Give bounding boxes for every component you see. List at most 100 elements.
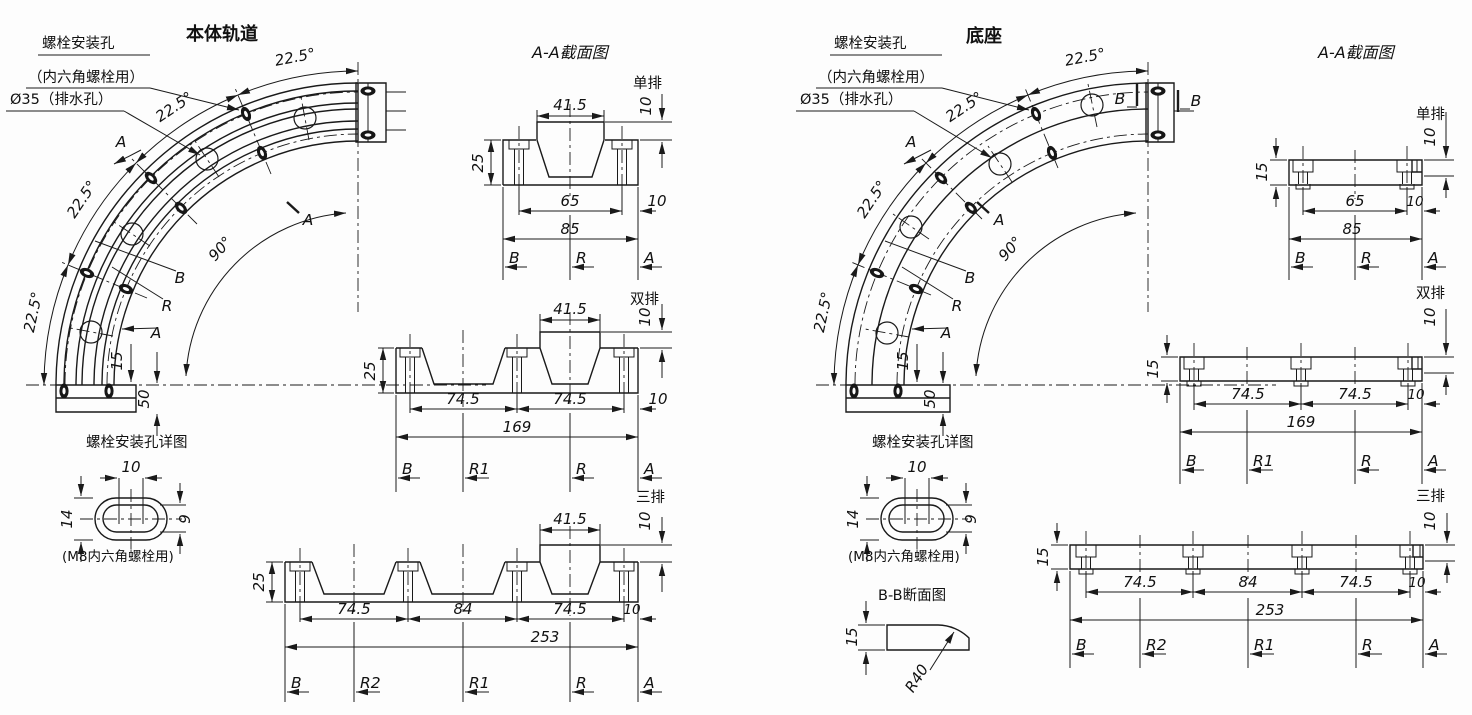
- ref-letter: R1: [1254, 636, 1275, 654]
- dim-span: 74.5: [446, 390, 479, 408]
- angle-label: 22.5°: [810, 290, 836, 334]
- dim-height: 15: [1253, 162, 1271, 181]
- angle-label: 22.5°: [1063, 44, 1107, 69]
- ref-a: A: [150, 324, 162, 342]
- dim-50: 50: [921, 389, 939, 408]
- dim-total: 169: [503, 418, 532, 436]
- row-label: 双排: [1416, 285, 1445, 302]
- ref-letter: A: [1427, 452, 1439, 470]
- right-radial-ticks: [850, 87, 1059, 296]
- dim-span: 74.5: [337, 600, 370, 618]
- ref-letter: B: [1295, 249, 1306, 267]
- detail-caption: (M8内六角螺栓用): [62, 549, 174, 565]
- left-section-row-1: 41.5 25 单排 10 65 10 85 B R A: [469, 75, 672, 280]
- row-label: 单排: [633, 75, 662, 92]
- dim-9: 9: [176, 514, 194, 524]
- dim-span: 74.5: [1339, 573, 1372, 591]
- dim-edge: 10: [1406, 194, 1423, 210]
- dim-10: 10: [121, 458, 140, 476]
- ref-letter: R: [1361, 452, 1372, 470]
- detail-title: 螺栓安装孔详图: [86, 434, 188, 451]
- left-radial-ticks: [60, 87, 272, 299]
- ref-b: B: [965, 269, 976, 287]
- dim-height: 15: [1144, 359, 1162, 378]
- right-section-row-1: 15 单排 10 65 10 85 B R A: [1253, 106, 1454, 280]
- left-section-row-2: 41.5 25 双排 10 74.5 74.5 10 169 B R1 R A: [361, 291, 672, 492]
- dim-edge: 10: [1407, 387, 1424, 403]
- ref-letter: R: [576, 249, 587, 267]
- ref-letter: B: [1186, 452, 1197, 470]
- left-drawing: 本体轨道 22.5° 22.5° 22.5° 22.5° 90° 螺栓安装孔 （…: [6, 23, 672, 702]
- dim-height: 25: [469, 153, 487, 172]
- dim-edge: 10: [648, 390, 667, 408]
- angle-label: 22.5°: [273, 44, 317, 69]
- ref-b: B: [175, 269, 186, 287]
- dim-rail-offset: 10: [1421, 307, 1439, 326]
- row-label: 双排: [630, 291, 659, 308]
- ref-letter: R2: [360, 674, 381, 692]
- dim-rail-width: 41.5: [553, 96, 586, 114]
- dim-span: 84: [1238, 573, 1257, 591]
- angle-label: 90°: [205, 233, 236, 265]
- dim-rail-offset: 10: [637, 96, 655, 115]
- ref-letter: B: [1076, 636, 1087, 654]
- dim-edge: 10: [1408, 575, 1425, 591]
- dim-total: 85: [560, 220, 579, 238]
- dim-span: 74.5: [1123, 573, 1156, 591]
- dim-r40: R40: [901, 661, 932, 696]
- cut-mark-a: A: [905, 133, 917, 151]
- dim-rail-offset: 10: [1421, 511, 1439, 530]
- bb-title: B-B断面图: [878, 587, 946, 604]
- cut-mark-a: A: [115, 133, 127, 151]
- dim-height: 25: [361, 361, 379, 380]
- bb-section: B-B断面图 15 R40: [843, 587, 970, 696]
- callout-bolt-hole: 螺栓安装孔: [834, 35, 907, 52]
- cut-mark-b: B: [1115, 90, 1126, 108]
- right-drawing: 底座 B B 22.5° 22.5° 22.5° 22.5° 90° 螺栓安装孔…: [796, 25, 1455, 696]
- dim-rail-offset: 10: [636, 307, 654, 326]
- ref-letter: R: [576, 460, 587, 478]
- callout-hex-bolt: （内六角螺栓用）: [28, 69, 144, 86]
- right-section-title: A-A截面图: [1317, 43, 1396, 62]
- callout-drain: Ø35（排水孔）: [800, 91, 902, 108]
- left-ring-arcs: [55, 82, 359, 386]
- ref-r: R: [952, 297, 963, 315]
- dim-15: 15: [894, 351, 912, 370]
- ref-letter: R: [1361, 249, 1372, 267]
- dim-height: 15: [1034, 547, 1052, 566]
- dim-height: 25: [250, 572, 268, 591]
- ref-letter: R1: [1253, 452, 1274, 470]
- dim-total: 253: [1256, 601, 1285, 619]
- right-bolt-circle-arcs: [854, 91, 1149, 386]
- dim-50: 50: [135, 389, 153, 408]
- ref-letter: A: [643, 249, 655, 267]
- angle-label: 22.5°: [853, 177, 891, 221]
- dim-span: 74.5: [1338, 385, 1371, 403]
- ref-letter: R2: [1146, 636, 1167, 654]
- ref-letter: A: [643, 674, 655, 692]
- dim-14: 14: [844, 509, 862, 528]
- ref-letter: R: [576, 674, 587, 692]
- left-slot-detail: 螺栓安装孔详图 10 14 9 (M8内六角螺栓用): [58, 434, 194, 565]
- ref-letter: B: [509, 249, 520, 267]
- callout-hex-bolt: （内六角螺栓用）: [818, 69, 934, 86]
- ref-letter: R1: [469, 674, 490, 692]
- dim-14: 14: [58, 509, 76, 528]
- left-section-title: A-A截面图: [531, 43, 610, 62]
- left-title: 本体轨道: [186, 23, 258, 45]
- cut-mark-a: A: [302, 211, 314, 229]
- right-section-row-3: 15 三排 10 74.5 84 74.5 10 253 B R2 R1 R A: [1034, 488, 1455, 668]
- dim-9: 9: [962, 514, 980, 524]
- dim-10: 10: [907, 458, 926, 476]
- dim-span: 84: [453, 600, 472, 618]
- ref-letter: R: [1362, 636, 1373, 654]
- ref-letter: A: [643, 460, 655, 478]
- dim-rail-offset: 10: [636, 511, 654, 530]
- ref-letter: R1: [469, 460, 490, 478]
- ref-letter: A: [1428, 636, 1440, 654]
- callout-drain: Ø35（排水孔）: [10, 91, 112, 108]
- row-label: 单排: [1416, 106, 1445, 123]
- dim-edge: 10: [623, 602, 640, 618]
- dim-15: 15: [108, 351, 126, 370]
